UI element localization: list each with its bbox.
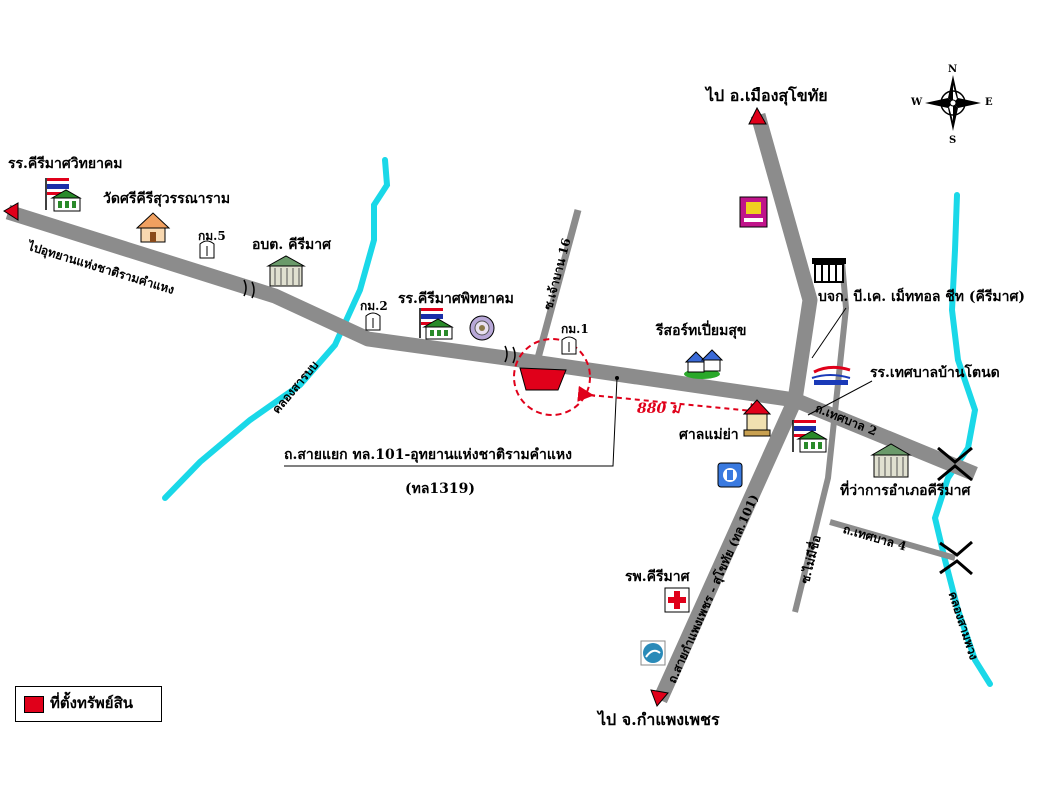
store-logo-icon (739, 196, 768, 228)
road-thetsaban-4 (829, 519, 956, 561)
km-marker-icon (199, 240, 215, 259)
road-west-main (5, 204, 978, 481)
property-marker-icon (519, 367, 567, 391)
post-logo-icon (811, 365, 851, 385)
road-break-mark (243, 279, 516, 364)
factory-icon (812, 258, 846, 283)
km-marker-icon (561, 336, 577, 355)
school-ban-khanot-label: รร.เทศบาลบ้านโตนด (870, 365, 1000, 381)
hospital-label: รพ.คีรีมาศ (625, 569, 690, 585)
distance-label: 880 ม (637, 401, 681, 417)
km-marker-icon (365, 312, 381, 331)
tao-office-label: อบต. คีรีมาศ (252, 237, 331, 253)
km2-label: กม.2 (360, 299, 388, 313)
thai-flag-icon (45, 178, 69, 210)
bank-logo-icon (717, 462, 743, 488)
shrine-label: ศาลแม่ย่า (679, 427, 739, 443)
resort-icon (684, 349, 724, 379)
canal-west (162, 157, 391, 501)
direction-to-sukhothai: ไป อ.เมืองสุโขทัย (706, 86, 828, 105)
arrow-south-icon (650, 689, 669, 707)
school-phitthayakhom-label: รร.คีรีมาศพิทยาคม (398, 291, 514, 307)
bridge-icon (937, 446, 973, 576)
compass-rose-icon (925, 75, 981, 131)
hospital-cross-icon (664, 587, 690, 613)
arrow-north-icon (748, 106, 767, 125)
school-building-icon (50, 189, 82, 212)
district-office-label: ที่ว่าการอำเภอคีรีมาศ (840, 483, 971, 499)
seal-icon (469, 315, 495, 341)
gas-station-logo-icon (640, 640, 666, 666)
company-label: บจก. บี.เค. เม็ททอล ชีท (คีรีมาศ) (818, 289, 1026, 305)
legend-label: ที่ตั้งทรัพย์สิน (50, 694, 133, 712)
callout-road-name: ถ.สายแยก ทล.101-อุทยานแห่งชาติรามคำแหง (284, 447, 572, 463)
property-legend-swatch (24, 696, 44, 713)
resort-label: รีสอร์ทเปี่ยมสุข (656, 323, 747, 339)
distance-arrow (577, 385, 766, 419)
school-building-icon (422, 318, 454, 340)
office-building-icon (870, 443, 912, 478)
road-highway-101 (653, 112, 818, 704)
temple-icon (135, 212, 171, 243)
road-soi-east (792, 261, 850, 613)
shrine-icon (742, 399, 772, 437)
compass-e-label: E (985, 97, 993, 108)
arrow-west-icon (3, 202, 19, 221)
km5-label: กม.5 (198, 229, 226, 243)
compass-s-label: S (949, 135, 957, 146)
direction-to-kamphaeng-phet: ไป จ.กำแพงเพชร (598, 710, 720, 729)
school-building-icon (796, 430, 828, 453)
km1-label: กม.1 (561, 322, 589, 336)
compass-w-label: W (911, 97, 923, 108)
callout-road-code: (ทล1319) (405, 481, 476, 497)
road-soi-16 (534, 209, 582, 359)
callout-line (284, 377, 618, 467)
compass-n-label: N (948, 64, 958, 75)
temple-label: วัดศรีคีรีสุวรรณาราม (103, 191, 231, 207)
map-legend: ที่ตั้งทรัพย์สิน (15, 686, 162, 722)
school-khiri-wittayakhom-label: รร.คีรีมาศวิทยาคม (8, 156, 123, 172)
office-building-icon (266, 255, 306, 287)
property-radius-circle (513, 338, 591, 416)
